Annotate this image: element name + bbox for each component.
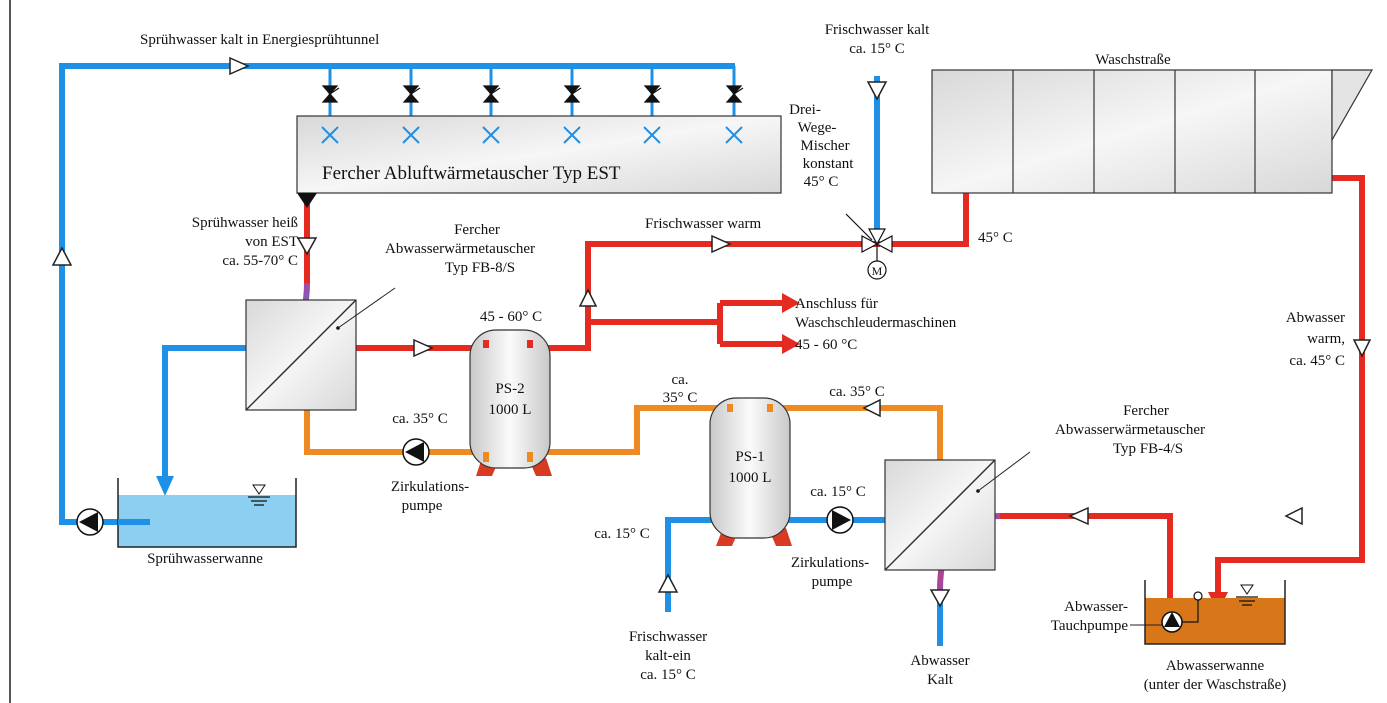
- label-waste-warm-3: ca. 45° C: [1289, 353, 1345, 369]
- flow-markers: [51, 56, 1372, 608]
- label-fresh-in-3: ca. 15° C: [640, 667, 696, 683]
- label-exhaust-hx: Fercher Abluftwärmetauscher Typ EST: [322, 163, 621, 184]
- wash-line: [931, 69, 1374, 194]
- spray-basin-pump: [76, 508, 104, 536]
- label-fresh-cold-top-1: Frischwasser kalt: [824, 22, 930, 38]
- label-circ-pump-left-2: pumpe: [401, 498, 443, 514]
- hx-fb4-leader: [977, 451, 1031, 492]
- label-mixer-motor: M: [871, 264, 883, 278]
- label-mixer-2: Wege-: [797, 120, 837, 136]
- pipe-mixer-out: [890, 170, 969, 247]
- label-waste-cold-2: Kalt: [927, 672, 953, 688]
- label-ps1-name: PS-1: [735, 449, 765, 465]
- heat-exchanger-fb8: [245, 299, 357, 411]
- label-hx-fb4-3: Typ FB-4/S: [1112, 441, 1184, 457]
- spray-nozzles: [321, 126, 743, 144]
- label-ps2-name: PS-2: [495, 381, 525, 397]
- label-spray-hot-3: ca. 55-70° C: [222, 253, 298, 269]
- three-way-mixer-valve: [845, 213, 893, 280]
- tank-ps2: [469, 329, 552, 476]
- label-mixer-1: Drei-: [789, 102, 821, 118]
- pipe-branch-machines: [588, 300, 782, 347]
- label-spray-hot-2: von EST: [245, 234, 298, 250]
- label-hx-fb8-3: Typ FB-8/S: [444, 260, 516, 276]
- label-fresh-in-1: Frischwasser: [628, 629, 708, 645]
- label-connection-1: Anschluss für: [795, 296, 878, 312]
- pipe-fresh-in: [665, 517, 718, 612]
- circulation-pump-left: [402, 438, 430, 466]
- label-hx-fb8-1: Fercher: [454, 222, 500, 238]
- label-temp-35-mid-2: 35° C: [662, 390, 698, 406]
- label-connection-2: Waschschleudermaschinen: [795, 315, 957, 331]
- pipe-waste-warm: [1215, 175, 1365, 596]
- label-spray-hot-1: Sprühwasser heiß: [191, 215, 298, 231]
- label-circ-pump-left-1: Zirkulations-: [390, 479, 470, 495]
- label-waste-warm-2: warm,: [1307, 331, 1345, 347]
- label-hx-fb4-2: Abwasserwärmetauscher: [1055, 422, 1205, 438]
- label-temp-45-60-ps2: 45 - 60° C: [479, 309, 543, 325]
- label-spray-basin: Sprühwasserwanne: [147, 551, 263, 567]
- label-mixer-3: Mischer: [800, 138, 850, 154]
- label-temp-35-right: ca. 35° C: [829, 384, 885, 400]
- tank-ps1: [709, 397, 792, 546]
- label-ps1-volume: 1000 L: [728, 470, 772, 486]
- label-circ-pump-right-1: Zirkulations-: [790, 555, 870, 571]
- label-sub-pump-1: Abwasser-: [1064, 599, 1128, 615]
- label-wash-line: Waschstraße: [1095, 52, 1171, 68]
- label-ps2-volume: 1000 L: [488, 402, 532, 418]
- label-temp-35-mid-1: ca.: [671, 372, 689, 388]
- label-waste-cold-1: Abwasser: [910, 653, 970, 669]
- label-sub-pump-2: Tauchpumpe: [1050, 618, 1128, 634]
- circulation-pump-right: [826, 506, 854, 534]
- heat-exchanger-fb4: [884, 459, 996, 571]
- label-mixer-4: konstant: [802, 156, 854, 172]
- waste-water-basin: [1144, 580, 1286, 645]
- label-fresh-cold-top-2: ca. 15° C: [849, 41, 905, 57]
- spray-water-basin: [117, 478, 297, 548]
- label-connection-3: 45 - 60 °C: [795, 337, 858, 353]
- pipe-spray-return: [162, 345, 250, 480]
- label-hx-fb4-1: Fercher: [1123, 403, 1169, 419]
- exhaust-heat-exchanger-box: [296, 115, 782, 194]
- label-mixer-5: 45° C: [803, 174, 839, 190]
- label-spray-cold: Sprühwasser kalt in Energiesprühtunnel: [140, 32, 380, 48]
- pipe-ps1-to-hx2: [770, 405, 943, 470]
- label-temp-45: 45° C: [978, 230, 1013, 246]
- label-temp-15-pump: ca. 15° C: [810, 484, 866, 500]
- label-temp-15-left: ca. 15° C: [594, 526, 650, 542]
- label-waste-basin-1: Abwasserwanne: [1165, 658, 1265, 674]
- label-waste-warm-1: Abwasser: [1285, 310, 1345, 326]
- label-circ-pump-right-2: pumpe: [811, 574, 853, 590]
- label-fresh-warm: Frischwasser warm: [645, 216, 762, 232]
- nozzle-valves: [321, 85, 744, 103]
- label-temp-35-left: ca. 35° C: [392, 411, 448, 427]
- hx-fb8-leader: [337, 287, 396, 329]
- label-waste-basin-2: (unter der Waschstraße): [1143, 677, 1287, 693]
- pipe-waste-to-hx2: [1000, 513, 1173, 622]
- label-hx-fb8-2: Abwasserwärmetauscher: [385, 241, 535, 257]
- pipe-ps2-to-ps1: [530, 405, 730, 455]
- label-fresh-in-2: kalt-ein: [645, 648, 691, 664]
- exhaust-hx-outlet: [297, 193, 317, 208]
